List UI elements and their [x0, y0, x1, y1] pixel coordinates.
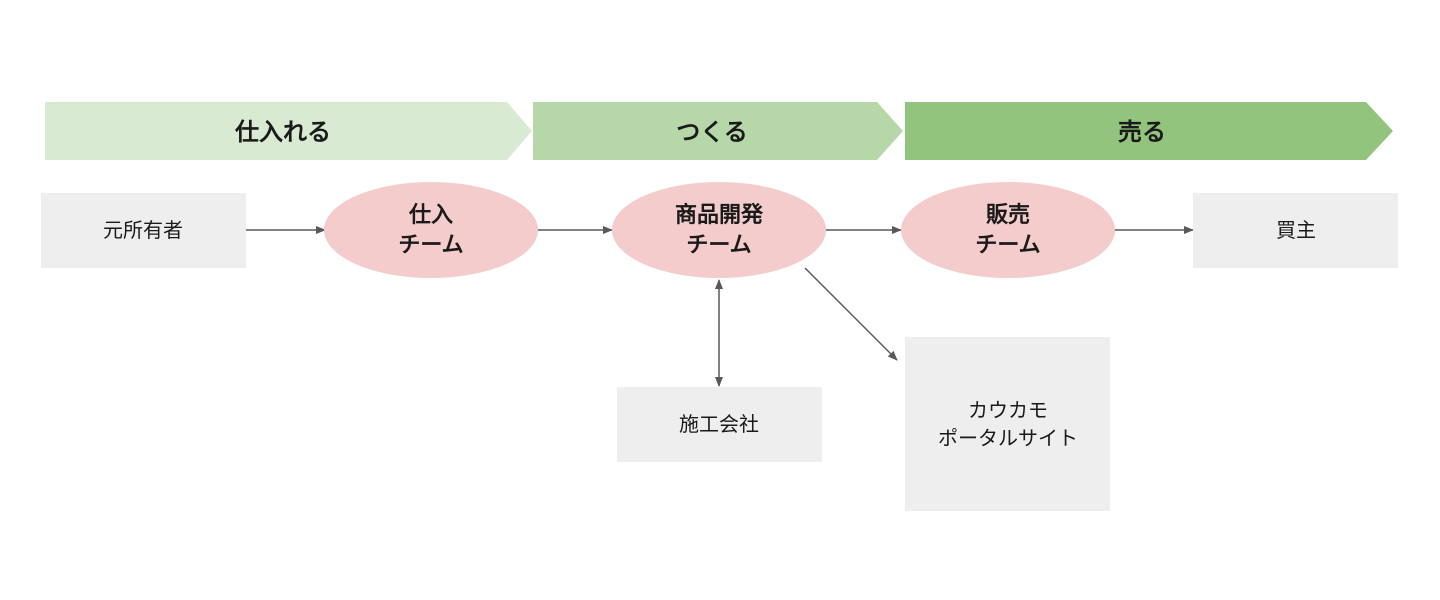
- box-portal-shape: [905, 337, 1110, 511]
- box-owner-label: 元所有者: [103, 218, 183, 242]
- box-portal: カウカモ ポータルサイト: [905, 337, 1110, 511]
- phase-label-sell: 売る: [1118, 118, 1166, 146]
- team-purchase-label-line2: チーム: [398, 233, 463, 258]
- phase-shape-sell: [905, 102, 1393, 160]
- team-sales: 販売 チーム: [901, 182, 1115, 278]
- box-buyer-label: 買主: [1276, 218, 1316, 242]
- team-product-label-line2: チーム: [686, 233, 751, 258]
- phase-shape-purchase: [45, 102, 532, 160]
- team-sales-shape: [901, 182, 1115, 278]
- team-product-shape: [612, 182, 826, 278]
- box-portal-label-line1: カウカモ: [968, 398, 1048, 422]
- box-owner-shape: [41, 193, 246, 268]
- box-contractor: 施工会社: [617, 387, 822, 462]
- team-sales-label-line1: 販売: [986, 202, 1030, 228]
- team-sales-label-line2: チーム: [975, 233, 1040, 258]
- team-product-label-line1: 商品開発: [675, 202, 764, 228]
- phase-chevron-make: つくる: [533, 102, 903, 160]
- box-portal-label-line2: ポータルサイト: [938, 426, 1078, 450]
- box-owner: 元所有者: [41, 193, 246, 268]
- team-purchase-label-line1: 仕入: [408, 203, 453, 228]
- phase-label-make: つくる: [676, 118, 748, 146]
- team-purchase-shape: [324, 182, 538, 278]
- phase-chevron-purchase: 仕入れる: [45, 102, 532, 160]
- team-purchase: 仕入 チーム: [324, 182, 538, 278]
- box-contractor-label: 施工会社: [679, 412, 759, 436]
- box-contractor-shape: [617, 387, 822, 462]
- phase-chevron-sell: 売る: [905, 102, 1393, 160]
- team-product: 商品開発 チーム: [612, 182, 826, 278]
- box-buyer-shape: [1193, 193, 1398, 268]
- box-buyer: 買主: [1193, 193, 1398, 268]
- arrow-product-to-portal: [804, 267, 898, 361]
- phase-label-purchase: 仕入れる: [234, 118, 331, 146]
- phase-shape-make: [533, 102, 903, 160]
